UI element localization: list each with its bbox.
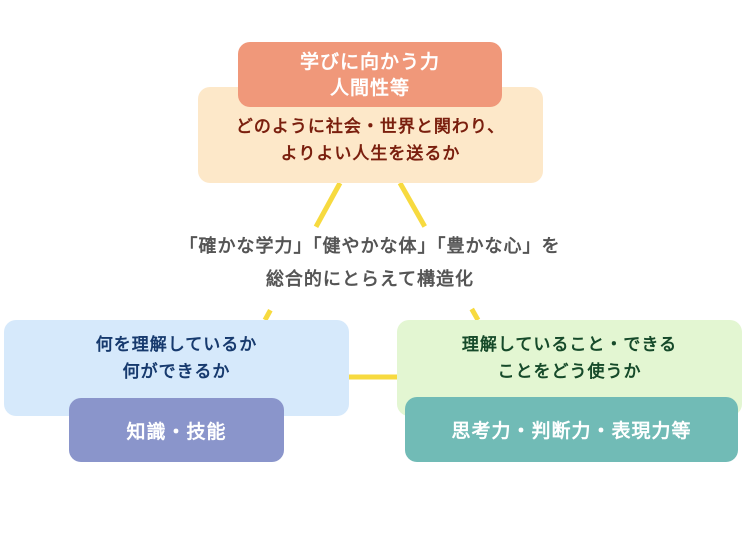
top-title-box: 学びに向かう力 人間性等 — [238, 42, 502, 107]
right-title-box: 思考力・判断力・表現力等 — [405, 397, 738, 462]
top-description-line-2: よりよい人生を送るか — [280, 144, 461, 164]
center-caption-line-2: 総合的にとらえて構造化 — [265, 269, 475, 290]
center-caption: 「確かな学力」「健やかな体」「豊かな心」を 総合的にとらえて構造化 — [110, 230, 630, 296]
left-title-text: 知識・技能 — [126, 420, 227, 443]
right-description-line-1: 理解していること・できる — [461, 335, 678, 355]
top-title-line-1: 学びに向かう力 — [299, 50, 440, 73]
left-description-line-1: 何を理解しているか — [95, 335, 258, 355]
top-description-line-1: どのように社会・世界と関わり、 — [235, 117, 506, 137]
connector-top-left — [262, 181, 343, 322]
connector-top-right — [397, 181, 481, 322]
right-title-text: 思考力・判断力・表現力等 — [451, 420, 692, 442]
left-description-line-2: 何ができるか — [122, 362, 231, 382]
center-caption-line-1: 「確かな学力」「健やかな体」「豊かな心」を — [179, 236, 561, 257]
right-description-line-2: ことをどう使うか — [497, 362, 642, 382]
left-title-box: 知識・技能 — [69, 398, 284, 462]
top-title-line-2: 人間性等 — [329, 76, 410, 99]
